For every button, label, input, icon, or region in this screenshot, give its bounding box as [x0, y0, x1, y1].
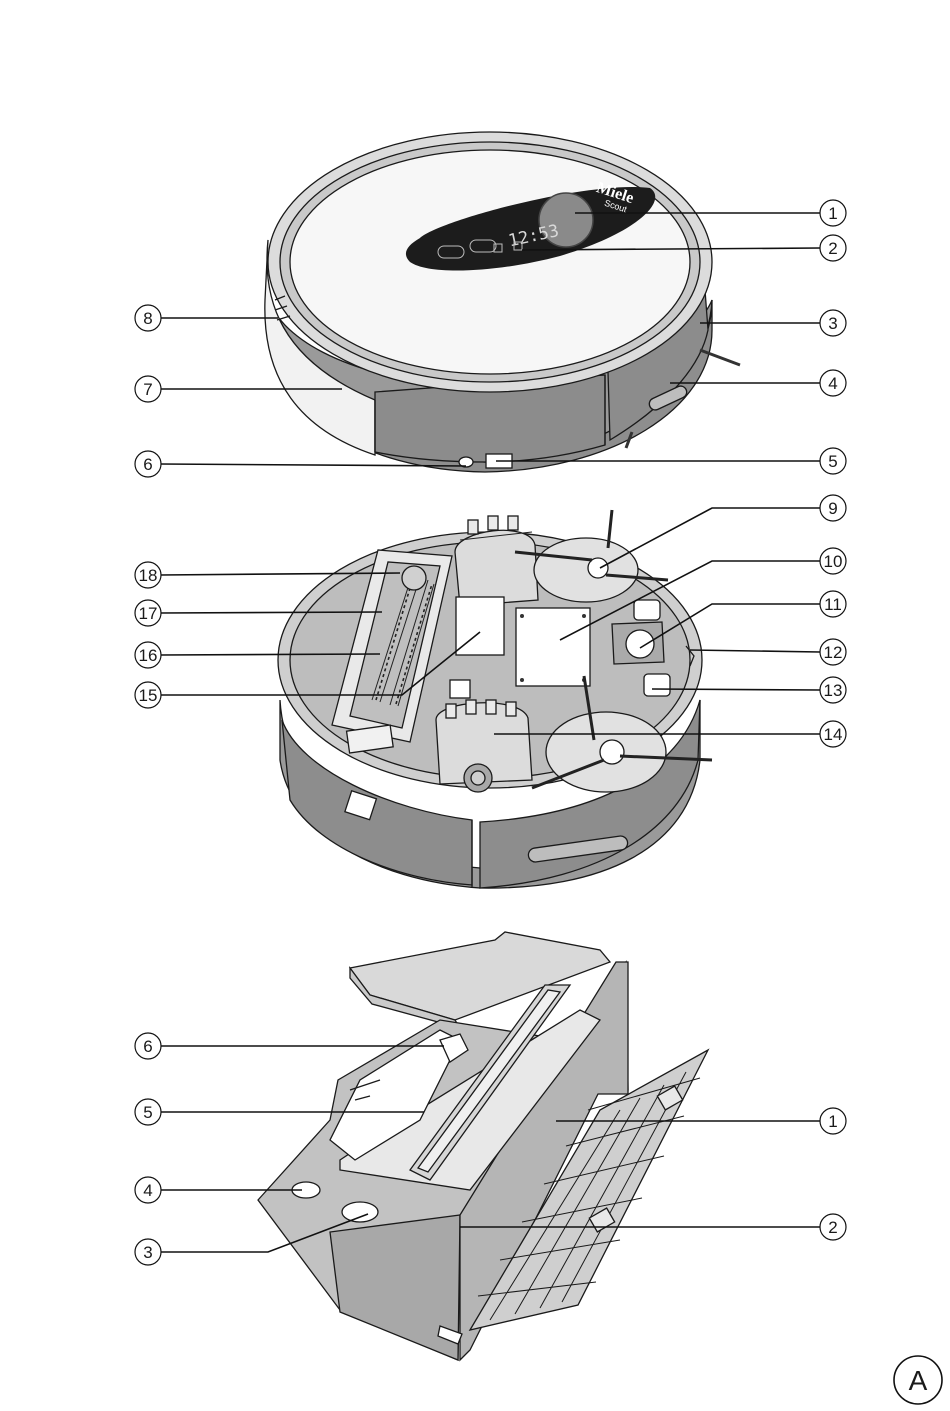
svg-text:1: 1 — [828, 204, 837, 223]
callout-bottom-18: 18 — [135, 562, 161, 588]
svg-text:2: 2 — [828, 239, 837, 258]
svg-text:16: 16 — [139, 646, 158, 665]
callout-bottom-9: 9 — [820, 495, 846, 521]
callout-top-7: 7 — [135, 376, 161, 402]
figure-label: A — [894, 1356, 942, 1404]
callout-top-3: 3 — [820, 310, 846, 336]
robot-top-view: 12:53 Miele Scout — [265, 132, 740, 472]
svg-text:8: 8 — [143, 309, 152, 328]
svg-text:A: A — [909, 1365, 928, 1396]
callout-container-3: 3 — [135, 1239, 161, 1265]
svg-text:17: 17 — [139, 604, 158, 623]
callout-bottom-14: 14 — [820, 721, 846, 747]
callout-top-2: 2 — [820, 235, 846, 261]
robot-bottom-view — [278, 510, 712, 888]
callout-top-8: 8 — [135, 305, 161, 331]
svg-text:4: 4 — [828, 374, 837, 393]
svg-text:10: 10 — [824, 552, 843, 571]
svg-text:4: 4 — [143, 1181, 152, 1200]
battery-cover — [516, 608, 590, 686]
drive-wheel-top — [455, 530, 538, 606]
svg-text:5: 5 — [828, 452, 837, 471]
callout-bottom-16: 16 — [135, 642, 161, 668]
callout-top-5: 5 — [820, 448, 846, 474]
callout-bottom-13: 13 — [820, 677, 846, 703]
callout-bottom-11: 11 — [820, 591, 846, 617]
svg-text:3: 3 — [828, 314, 837, 333]
container-slot-large — [342, 1202, 378, 1222]
svg-text:2: 2 — [828, 1218, 837, 1237]
callout-top-4: 4 — [820, 370, 846, 396]
callout-container-4: 4 — [135, 1177, 161, 1203]
charging-contact — [626, 630, 654, 658]
svg-text:13: 13 — [824, 681, 843, 700]
svg-text:1: 1 — [828, 1112, 837, 1131]
svg-text:9: 9 — [828, 499, 837, 518]
callout-container-2: 2 — [820, 1214, 846, 1240]
callout-container-6: 6 — [135, 1033, 161, 1059]
dust-container — [258, 932, 708, 1360]
side-brush-disc-top — [534, 538, 638, 602]
callout-bottom-10: 10 — [820, 548, 846, 574]
callout-top-1: 1 — [820, 200, 846, 226]
callout-container-1: 1 — [820, 1108, 846, 1134]
svg-text:14: 14 — [824, 725, 843, 744]
callout-bottom-17: 17 — [135, 600, 161, 626]
svg-text:12: 12 — [824, 643, 843, 662]
callout-top-6: 6 — [135, 451, 161, 477]
callout-bottom-12: 12 — [820, 639, 846, 665]
callout-bottom-15: 15 — [135, 682, 161, 708]
floor-sensor — [644, 674, 670, 696]
svg-text:6: 6 — [143, 455, 152, 474]
callout-container-5: 5 — [135, 1099, 161, 1125]
svg-text:6: 6 — [143, 1037, 152, 1056]
svg-text:11: 11 — [824, 595, 842, 614]
svg-text:3: 3 — [143, 1243, 152, 1262]
svg-text:18: 18 — [139, 566, 158, 585]
svg-text:5: 5 — [143, 1103, 152, 1122]
svg-text:7: 7 — [143, 380, 152, 399]
svg-text:15: 15 — [139, 686, 158, 705]
